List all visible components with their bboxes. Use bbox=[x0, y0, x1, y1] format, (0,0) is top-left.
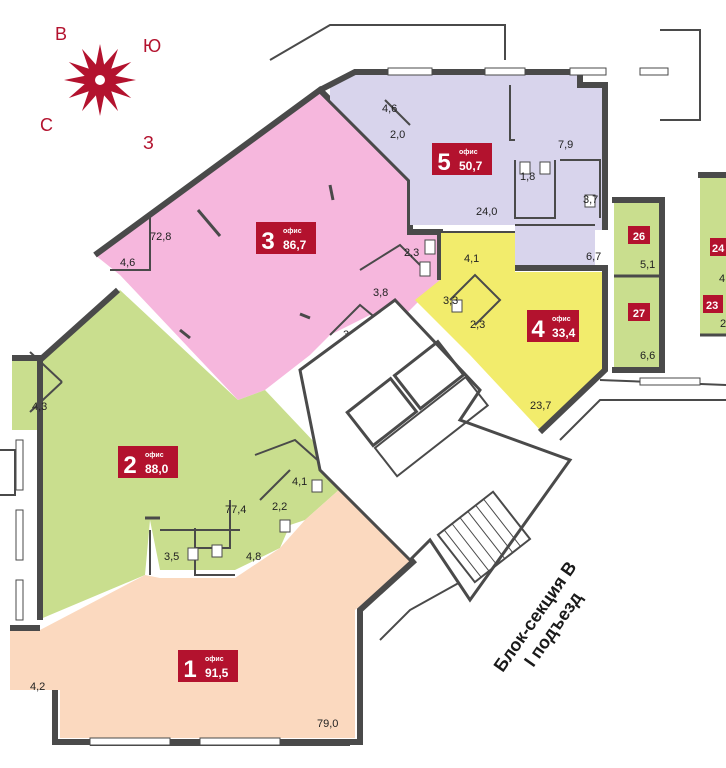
unit-27-number: 27 bbox=[633, 308, 645, 320]
svg-text:4,1: 4,1 bbox=[292, 476, 307, 488]
compass-rose: В Ю С З bbox=[40, 24, 161, 153]
sink-icon bbox=[211, 544, 223, 558]
svg-text:3: 3 bbox=[261, 228, 274, 255]
compass-east-label: В bbox=[55, 24, 67, 44]
svg-text:88,0: 88,0 bbox=[145, 462, 169, 476]
office-1[interactable]: 1 офис 91,5 79,0 4,2 3,5 4,8 bbox=[10, 480, 418, 745]
svg-text:4,6: 4,6 bbox=[382, 103, 397, 115]
svg-text:офис: офис bbox=[283, 228, 302, 235]
svg-text:24,0: 24,0 bbox=[476, 206, 497, 218]
toilet-icon bbox=[311, 479, 323, 493]
svg-text:2,0: 2,0 bbox=[390, 129, 405, 141]
compass-north-label: С bbox=[40, 115, 53, 135]
svg-text:77,4: 77,4 bbox=[225, 504, 246, 516]
svg-text:2: 2 bbox=[123, 452, 136, 479]
unit-23-area: 2 bbox=[720, 318, 726, 330]
svg-text:50,7: 50,7 bbox=[459, 159, 483, 173]
svg-text:4,2: 4,2 bbox=[30, 681, 45, 693]
office-2-badge: 2 офис 88,0 bbox=[118, 446, 178, 479]
compass-south-label: Ю bbox=[143, 36, 161, 56]
sink-icon bbox=[279, 519, 291, 533]
svg-text:3,7: 3,7 bbox=[583, 194, 598, 206]
compass-west-label: З bbox=[143, 133, 154, 153]
svg-text:4,1: 4,1 bbox=[464, 253, 479, 265]
windows bbox=[15, 67, 701, 746]
units-right: 26 5,1 27 6,6 24 4 23 2 bbox=[612, 172, 726, 373]
svg-text:офис: офис bbox=[552, 316, 571, 323]
column bbox=[299, 312, 311, 320]
unit-26-number: 26 bbox=[633, 231, 645, 243]
sink-icon bbox=[451, 299, 463, 313]
column bbox=[179, 328, 191, 340]
svg-text:4: 4 bbox=[531, 316, 545, 343]
svg-text:3,3: 3,3 bbox=[443, 295, 458, 307]
svg-text:офис: офис bbox=[459, 149, 478, 156]
toilet-icon bbox=[187, 547, 199, 561]
svg-text:86,7: 86,7 bbox=[283, 238, 307, 252]
office-4[interactable]: 4 офис 33,4 23,7 4,1 3,3 2,3 bbox=[415, 231, 608, 435]
office-2[interactable]: 2 офис 88,0 77,4 4,3 4,1 2,2 bbox=[12, 287, 350, 620]
column bbox=[328, 184, 335, 201]
svg-text:3,5: 3,5 bbox=[164, 551, 179, 563]
sink-icon bbox=[519, 161, 531, 175]
svg-text:6,7: 6,7 bbox=[586, 251, 601, 263]
unit-24-area: 4 bbox=[719, 273, 725, 285]
svg-text:79,0: 79,0 bbox=[317, 718, 338, 730]
office-5-badge: 5 офис 50,7 bbox=[432, 143, 492, 176]
sink-icon bbox=[419, 261, 431, 277]
svg-text:5: 5 bbox=[437, 149, 450, 176]
office-1-badge: 1 офис 91,5 bbox=[178, 650, 238, 683]
svg-text:4,3: 4,3 bbox=[32, 401, 47, 413]
svg-text:91,5: 91,5 bbox=[205, 666, 229, 680]
office-1-floor bbox=[10, 480, 415, 738]
unit-23-number: 23 bbox=[706, 300, 718, 312]
office-4-floor bbox=[415, 232, 605, 430]
svg-text:33,4: 33,4 bbox=[552, 326, 576, 340]
toilet-icon bbox=[424, 239, 436, 255]
svg-text:7,9: 7,9 bbox=[558, 139, 573, 151]
unit-24-number: 24 bbox=[712, 243, 725, 255]
svg-text:2,3: 2,3 bbox=[470, 319, 485, 331]
office-5[interactable]: 5 офис 50,7 24,0 4,6 2,0 7,9 1,8 3,7 6,7 bbox=[318, 69, 608, 268]
svg-text:23,7: 23,7 bbox=[530, 400, 551, 412]
compass-star-icon bbox=[64, 44, 136, 116]
svg-text:2,2: 2,2 bbox=[272, 501, 287, 513]
svg-text:офис: офис bbox=[205, 656, 224, 663]
svg-text:4,6: 4,6 bbox=[120, 257, 135, 269]
svg-text:2,3: 2,3 bbox=[404, 247, 419, 259]
svg-text:офис: офис bbox=[145, 452, 164, 459]
svg-text:72,8: 72,8 bbox=[150, 231, 171, 243]
office-2-floor bbox=[12, 290, 350, 620]
column bbox=[196, 209, 222, 237]
toilet-icon bbox=[539, 161, 551, 175]
office-3-badge: 3 офис 86,7 bbox=[256, 222, 316, 255]
unit-27-area: 6,6 bbox=[640, 350, 655, 362]
svg-text:1: 1 bbox=[183, 656, 196, 683]
toilet-icon bbox=[584, 194, 596, 208]
svg-text:3,8: 3,8 bbox=[373, 287, 388, 299]
svg-text:1,8: 1,8 bbox=[520, 171, 535, 183]
unit-26-area: 5,1 bbox=[640, 259, 655, 271]
office-4-badge: 4 офис 33,4 bbox=[527, 310, 579, 343]
block-section-label: Блок-секция В I подъезд bbox=[490, 558, 587, 676]
stair-core bbox=[298, 298, 573, 603]
svg-text:4,8: 4,8 bbox=[246, 551, 261, 563]
